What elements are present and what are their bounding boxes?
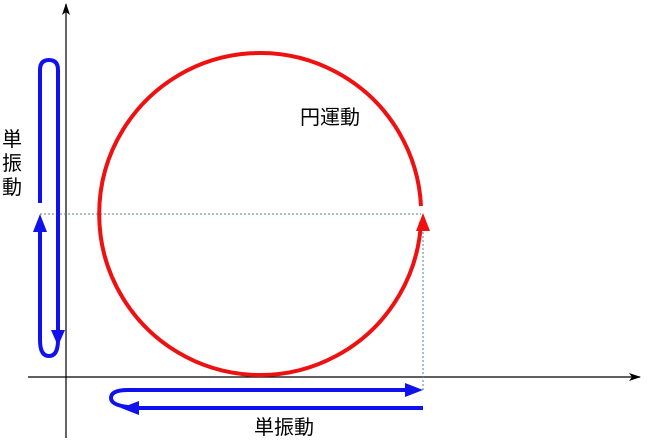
circular-motion-label: 円運動 xyxy=(300,105,360,129)
horizontal-oscillation-arrowhead-right xyxy=(405,383,423,397)
vertical-shm-label: 単振動 xyxy=(2,127,22,199)
circular-motion-arrowhead xyxy=(416,213,430,231)
vertical-oscillation-arrowhead-down xyxy=(51,330,65,346)
horizontal-oscillation-arrowhead-left xyxy=(121,401,139,415)
vertical-oscillation-arrowhead-up xyxy=(33,214,47,232)
horizontal-shm-label: 単振動 xyxy=(254,415,314,439)
circular-motion-path xyxy=(97,51,423,377)
vertical-oscillation-path xyxy=(38,57,60,334)
horizontal-oscillation-return-path xyxy=(108,388,405,409)
vertical-oscillation-return-path xyxy=(38,228,60,359)
